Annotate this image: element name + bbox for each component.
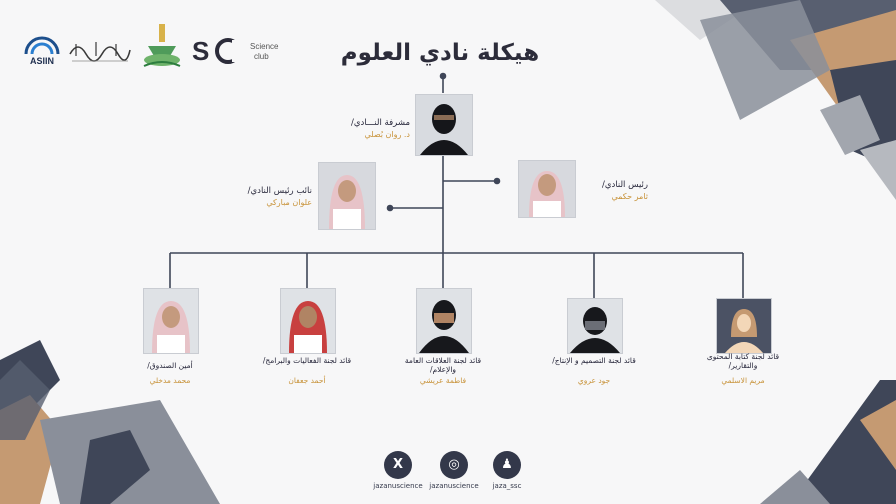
page-title: هيكلة نادي العلوم (340, 40, 540, 66)
content-lead-role: قائد لجنة كتابة المحتوى والتقارير/ (706, 352, 780, 370)
asiin-logo-text: ASIIN (29, 56, 54, 66)
snapchat-icon[interactable]: ♟ (493, 451, 521, 479)
college-emblem-logo (140, 22, 184, 72)
x-handle: jazanuscience (373, 482, 423, 490)
x-icon[interactable]: X (384, 451, 412, 479)
x-icon-glyph: X (392, 457, 404, 472)
science-club-text-line1: Science (250, 42, 279, 51)
design-lead-photo (567, 298, 623, 354)
snapchat-handle: jaza_ssc (492, 482, 522, 490)
treasurer-photo (143, 288, 199, 354)
pr-lead-name: فاطمة عريشي (419, 376, 467, 385)
snapchat-icon-glyph: ♟ (501, 457, 513, 472)
science-club-text-line2: club (254, 52, 269, 61)
instagram-icon-glyph: ◎ (448, 457, 460, 472)
content-lead-photo (716, 298, 772, 354)
university-calligraphy-logo (66, 36, 134, 66)
asiin-logo: ASIIN (22, 34, 62, 70)
content-lead-name: مريم الاسلمي (721, 376, 765, 385)
supervisor-role: مشرفة النـــادي/ (350, 118, 410, 128)
pr-lead-photo (416, 288, 472, 354)
design-lead-name: جود عروي (577, 376, 611, 385)
design-lead-role: قائد لجنة التصميم و الإنتاج/ (552, 356, 636, 365)
events-lead-name: أحمد جعفان (288, 376, 326, 385)
science-club-logo: S Science club (192, 36, 292, 68)
svg-text:S: S (192, 36, 209, 66)
instagram-icon[interactable]: ◎ (440, 451, 468, 479)
instagram-handle: jazanuscience (429, 482, 479, 490)
supervisor-photo (415, 94, 473, 156)
events-lead-photo (280, 288, 336, 354)
events-lead-role: قائد لجنة الفعاليات والبرامج/ (262, 356, 352, 365)
vice-president-photo (318, 162, 376, 230)
treasurer-role: أمين الصندوق/ (147, 361, 193, 370)
president-photo (518, 160, 576, 218)
president-role: رئيس النادي/ (602, 180, 648, 190)
vice-president-name: علوان مباركي (266, 198, 312, 207)
supervisor-name: د. روان بُصلي (364, 130, 411, 139)
president-name: ثامر حكمي (611, 192, 648, 201)
treasurer-name: محمد مدخلي (149, 376, 191, 385)
vice-president-role: نائب رئيس النادي/ (247, 186, 312, 196)
pr-lead-role: قائد لجنة العلاقات العامة والإعلام/ (404, 356, 482, 374)
